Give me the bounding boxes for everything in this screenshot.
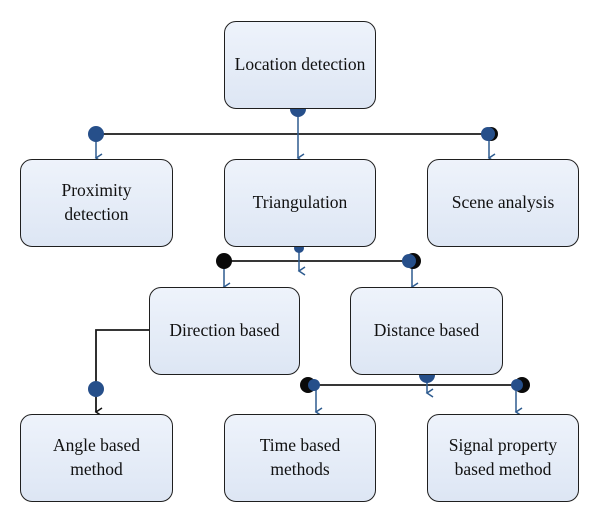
node-proximity-detection: Proximity detection bbox=[20, 159, 173, 247]
junction-dot bbox=[216, 253, 232, 269]
node-time-based-methods: Time based methods bbox=[224, 414, 376, 502]
junction-dot bbox=[511, 379, 523, 391]
node-distance-based: Distance based bbox=[350, 287, 503, 375]
connector-triangulation bbox=[216, 243, 421, 292]
junction-dot bbox=[88, 126, 104, 142]
junction-dot bbox=[402, 254, 416, 268]
connector-root bbox=[88, 101, 498, 163]
node-direction-based: Direction based bbox=[149, 287, 300, 375]
node-signal-property-based-method: Signal property based method bbox=[427, 414, 579, 502]
junction-dot bbox=[88, 381, 104, 397]
node-location-detection: Location detection bbox=[224, 21, 376, 109]
node-scene-analysis: Scene analysis bbox=[427, 159, 579, 247]
junction-dot bbox=[308, 379, 320, 391]
junction-dot bbox=[481, 127, 495, 141]
node-triangulation: Triangulation bbox=[224, 159, 376, 247]
connector-direction bbox=[88, 329, 150, 417]
node-angle-based-method: Angle based method bbox=[20, 414, 173, 502]
